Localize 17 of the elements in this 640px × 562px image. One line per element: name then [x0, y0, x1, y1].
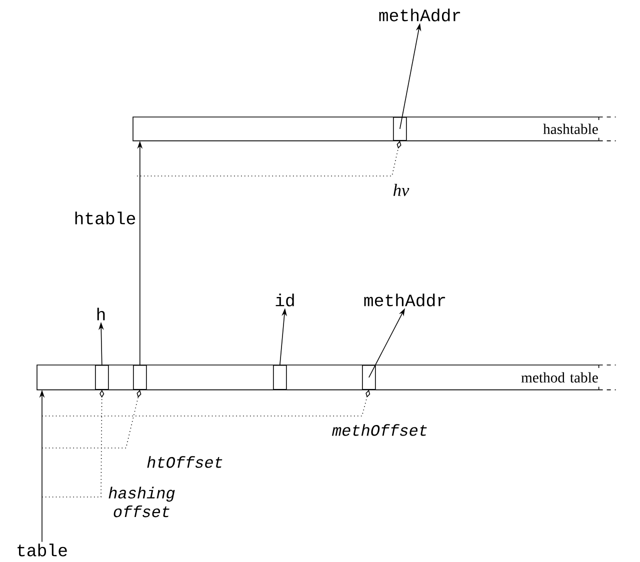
- table-bar: hashtable: [132, 116, 616, 142]
- slot-box: [362, 365, 376, 390]
- slot-box: [95, 365, 109, 390]
- edge-label: hashing offset: [108, 486, 175, 518]
- field-name: methAddr: [364, 294, 446, 306]
- table-bar: method table: [36, 364, 616, 390]
- edge-label: htOffset: [147, 456, 222, 468]
- field-name: id: [276, 294, 294, 306]
- edge-label: htable: [75, 212, 136, 224]
- slot-box: [393, 117, 407, 141]
- edge-label: hv: [393, 184, 410, 196]
- slot-box: [273, 365, 287, 390]
- field-name: h: [97, 308, 105, 320]
- edge-label: methOffset: [332, 424, 427, 436]
- field-name: table: [18, 544, 67, 556]
- field-name: methAddr: [379, 8, 460, 22]
- slot-box: [133, 365, 147, 390]
